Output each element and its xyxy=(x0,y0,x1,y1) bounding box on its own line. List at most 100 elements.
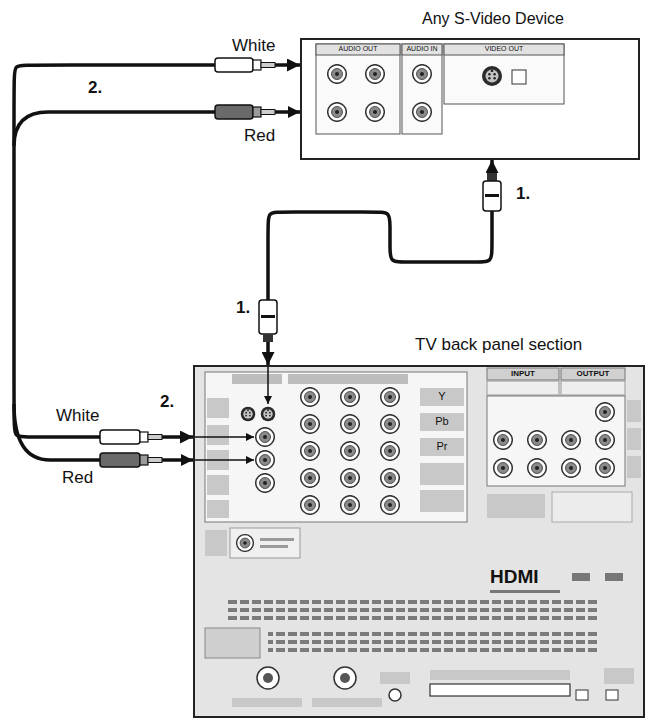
rca-jack xyxy=(494,459,513,478)
plug-tip xyxy=(148,435,162,440)
jack-label-box xyxy=(207,475,229,495)
jack-label-box xyxy=(207,500,229,518)
plug-tip xyxy=(261,63,275,68)
plug-collar xyxy=(253,60,261,70)
jack-label-box xyxy=(420,490,464,512)
rca-jack xyxy=(528,431,547,450)
switch-symbol xyxy=(512,70,526,84)
header-strip xyxy=(232,374,282,384)
jack-label-box xyxy=(430,670,570,680)
wire-color-label: White xyxy=(232,36,275,56)
rca-jack xyxy=(341,442,360,461)
rca-jack xyxy=(237,535,254,552)
white-plug xyxy=(100,430,140,444)
rca-jack xyxy=(301,442,320,461)
rca-jack xyxy=(328,65,347,84)
antenna-jack xyxy=(257,667,279,689)
cable xyxy=(14,65,300,437)
callout-number: 2. xyxy=(160,392,174,412)
panel-header xyxy=(316,44,400,55)
small-panel xyxy=(230,528,300,558)
rca-jack xyxy=(366,103,385,122)
rca-jack xyxy=(413,103,432,122)
panel-header xyxy=(444,44,564,55)
jack-label-box xyxy=(205,530,227,556)
rca-jack xyxy=(301,469,320,488)
s-video-plug xyxy=(259,300,277,334)
rca-jack xyxy=(381,415,400,434)
tv-back-panel: TV back panel section xyxy=(193,365,645,718)
rca-jack xyxy=(366,65,385,84)
card-slot xyxy=(430,684,570,696)
jack-label-box xyxy=(420,413,464,431)
jack-label: Pb xyxy=(435,415,448,428)
fine-print-bar xyxy=(260,545,288,548)
insert-arrow xyxy=(267,367,269,404)
jack-label-box xyxy=(627,428,641,450)
vent-grille xyxy=(268,630,600,654)
box-heading: TV back panel section xyxy=(415,335,582,355)
rca-jack xyxy=(596,431,615,450)
panel-header xyxy=(402,44,442,55)
s-video-jack xyxy=(261,407,276,422)
jack-label-box xyxy=(380,672,410,684)
rca-jack xyxy=(341,469,360,488)
usb-port xyxy=(576,690,588,700)
logo-underline xyxy=(490,590,560,593)
s-video-jack xyxy=(241,407,256,422)
rca-jack xyxy=(381,469,400,488)
jack-label: Y xyxy=(438,390,445,403)
jack-label-box xyxy=(207,425,229,445)
rca-jack xyxy=(596,403,615,422)
header-box xyxy=(561,381,625,395)
plug-tip xyxy=(261,110,275,115)
insert-arrow xyxy=(275,110,300,114)
callout-number: 2. xyxy=(88,78,102,98)
panel-label: AUDIO OUT xyxy=(339,45,378,53)
plug-tip xyxy=(263,334,273,342)
logo-text: HDMI xyxy=(490,566,539,588)
vent-grille xyxy=(228,600,600,624)
panel-label: INPUT xyxy=(511,369,535,378)
rca-jack xyxy=(381,496,400,515)
header-box xyxy=(487,368,559,380)
header-box xyxy=(487,381,559,395)
rca-jack xyxy=(328,103,347,122)
label-plate xyxy=(205,628,260,658)
red-plug xyxy=(215,105,253,119)
rca-jack xyxy=(562,431,581,450)
rca-jack xyxy=(596,459,615,478)
hdmi-port xyxy=(605,573,623,581)
rca-jack xyxy=(341,496,360,515)
jack-label-box xyxy=(420,388,464,406)
plug-grip xyxy=(485,194,499,197)
rca-jack xyxy=(381,442,400,461)
cable xyxy=(268,160,492,365)
audio-panel xyxy=(487,396,625,486)
plug-tip xyxy=(148,458,162,463)
box-heading: Any S-Video Device xyxy=(422,10,564,28)
plug-tip xyxy=(487,173,497,181)
jack-label: Pr xyxy=(437,440,448,453)
rca-jack xyxy=(301,388,320,407)
plug-collar xyxy=(140,455,148,465)
white-plug xyxy=(215,58,253,72)
insert-arrow xyxy=(194,459,254,461)
device-face xyxy=(300,38,640,160)
small-jack xyxy=(389,689,401,701)
plug-collar xyxy=(140,432,148,442)
audio-in-panel xyxy=(402,44,442,134)
audio-wire xyxy=(14,404,100,460)
usb-port xyxy=(606,690,618,700)
plug-collar xyxy=(253,107,261,117)
note-box xyxy=(487,494,545,518)
rca-jack xyxy=(413,65,432,84)
rca-jack xyxy=(562,459,581,478)
s-video-jack xyxy=(482,66,502,86)
hdmi-port xyxy=(572,573,590,581)
antenna-jack xyxy=(334,667,356,689)
header-box xyxy=(561,368,625,380)
